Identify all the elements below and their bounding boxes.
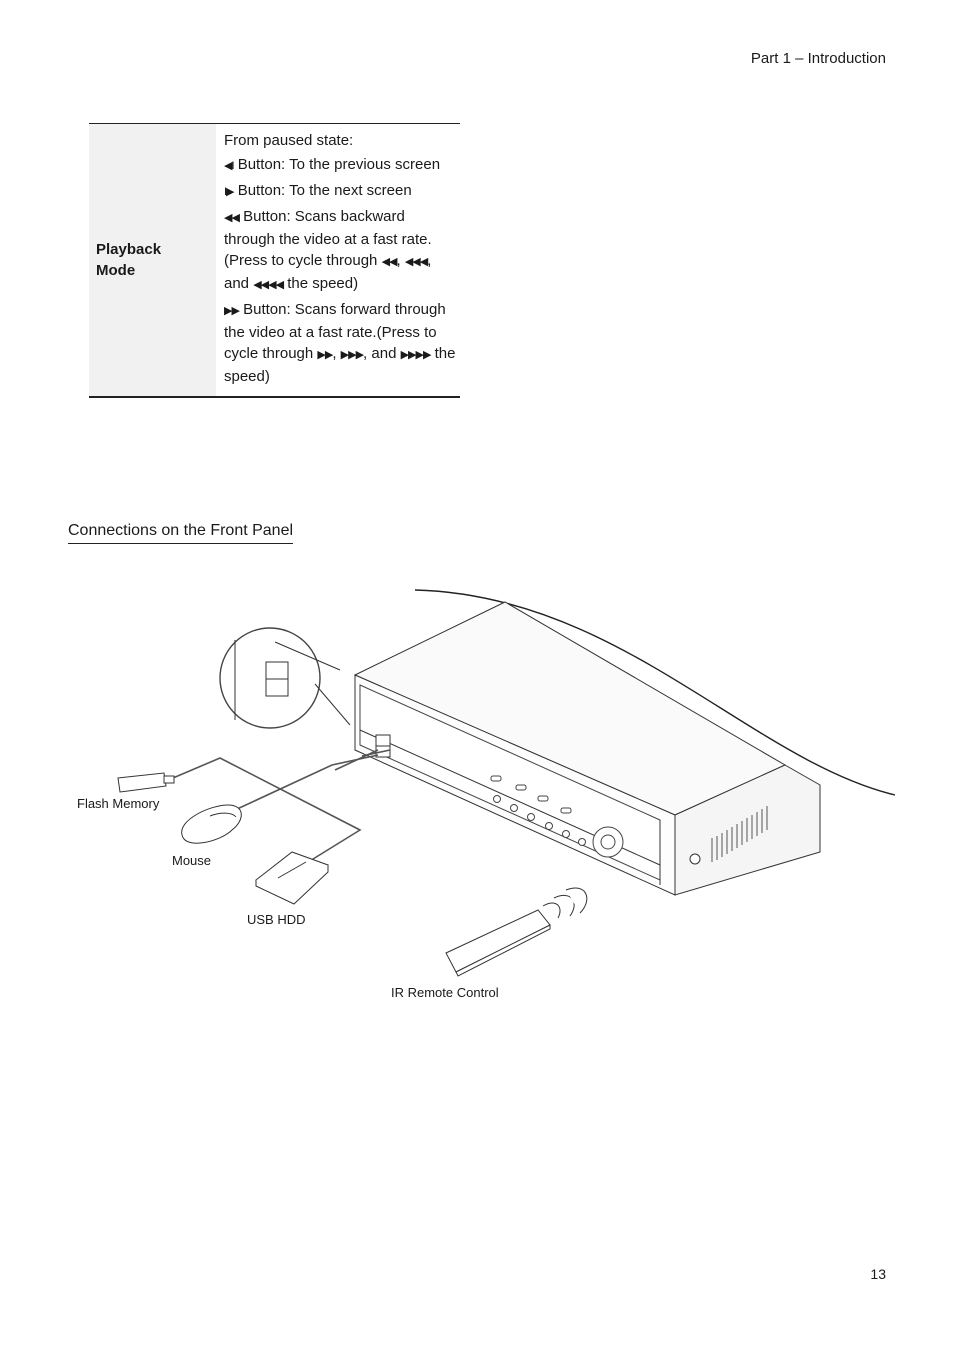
- section-heading: Connections on the Front Panel: [68, 522, 294, 544]
- table-row: Playback Mode From paused state: ◀I Butt…: [89, 123, 460, 398]
- rewind-end: the speed): [287, 275, 359, 292]
- page-number: 13: [870, 1266, 886, 1282]
- row-label: Playback Mode: [89, 123, 216, 397]
- playback-mode-label: Playback Mode: [96, 241, 162, 279]
- front-panel-figure: Flash Memory Mouse USB HDD IR Remote Con…: [60, 580, 920, 1020]
- flash-memory-icon: [117, 772, 175, 793]
- rewind-2x-icon: ◀◀: [381, 256, 398, 268]
- ff-2x-icon: ▶▶: [317, 349, 333, 361]
- flash-memory-caption: Flash Memory: [77, 796, 160, 811]
- mouse-icon: [181, 804, 242, 844]
- next-screen-text: Button: To the next screen: [237, 182, 412, 199]
- running-header: Part 1 – Introduction: [750, 50, 886, 67]
- row-description: From paused state: ◀I Button: To the pre…: [216, 124, 460, 398]
- dvr-unit-icon: [353, 589, 896, 896]
- ff-4x-icon: ▶▶▶▶: [400, 349, 432, 361]
- rewind-text: Button: Scans backward through the video…: [224, 208, 432, 269]
- ir-remote-icon: [445, 887, 588, 977]
- playback-mode-table: Playback Mode From paused state: ◀I Butt…: [89, 123, 460, 398]
- next-frame-icon: I▶: [224, 186, 234, 198]
- usb-hdd-icon: [255, 851, 329, 905]
- rewind-and: , and: [224, 252, 432, 292]
- rewind-3x-icon: ◀◀◀: [404, 256, 428, 268]
- usb-hdd-caption: USB HDD: [247, 912, 306, 927]
- ff-end: the speed): [224, 345, 456, 385]
- front-panel-illustration: [117, 589, 896, 977]
- fast-forward-icon: ▶▶: [224, 305, 240, 317]
- prev-screen-line: ◀I Button: To the previous screen: [224, 154, 456, 177]
- previous-frame-icon: ◀I: [224, 160, 234, 172]
- rewind-line: ◀◀ Button: Scans backward through the vi…: [224, 208, 432, 292]
- rewind-icon: ◀◀: [224, 212, 240, 224]
- ir-remote-caption: IR Remote Control: [391, 985, 499, 1000]
- fast-forward-text: Button: Scans forward through the video …: [224, 301, 446, 362]
- next-screen-line: I▶ Button: To the next screen: [224, 180, 456, 203]
- prev-screen-text: Button: To the previous screen: [237, 156, 441, 173]
- usb-port-zoom-icon: [219, 627, 351, 729]
- mouse-caption: Mouse: [172, 853, 212, 868]
- ff-and: , and: [363, 345, 397, 362]
- ff-3x-icon: ▶▶▶: [340, 349, 364, 361]
- rewind-4x-icon: ◀◀◀◀: [253, 279, 284, 291]
- paused-state-line: From paused state:: [224, 132, 354, 149]
- fast-forward-line: ▶▶ Button: Scans forward through the vid…: [224, 301, 456, 385]
